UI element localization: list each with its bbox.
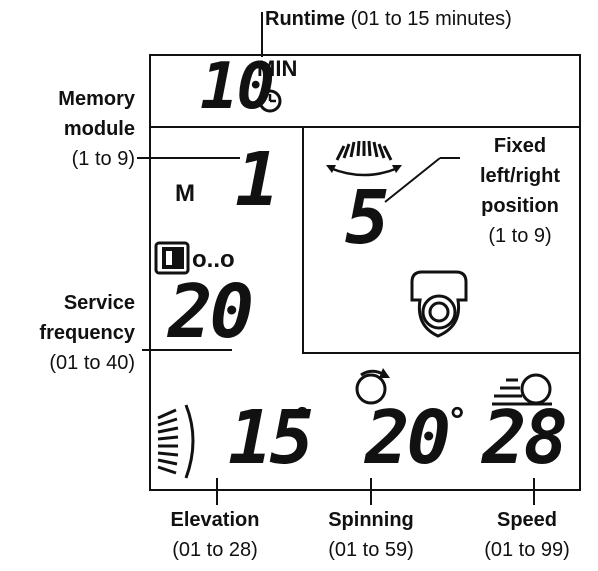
runtime-title: Runtime [265,8,345,30]
service-range: (01 to 40) [49,352,135,374]
fan-arc-icon [326,140,402,177]
elevation-arc-icon [157,404,195,479]
fixed-position-box [302,126,581,354]
speed-display: 28 [482,395,568,481]
spinning-range: (01 to 59) [328,539,414,561]
ball-launcher-icon [410,270,468,338]
speed-ball-icon [492,373,552,406]
runtime-display: 10 [200,50,275,124]
runtime-range: (01 to 15 minutes) [350,8,512,30]
memory-range: (1 to 9) [71,148,135,170]
service-label-line2: frequency [39,322,135,344]
fixed-range: (1 to 9) [488,225,552,247]
speed-label: Speed [496,509,558,531]
memory-label-line1: Memory [58,88,135,110]
speed-range: (01 to 99) [484,539,570,561]
memory-display: 1 [235,137,280,223]
elevation-range: (01 to 28) [172,539,258,561]
elevation-display: 15 [228,395,314,481]
spinning-degree: ° [450,399,465,440]
fixed-label-line1: Fixed [493,135,547,157]
spin-icon [355,368,390,405]
memory-prefix: M [175,180,195,207]
fixed-position-display: 5 [345,175,390,261]
runtime-unit: MIN [257,56,298,81]
elevation-label: Elevation [170,509,260,531]
spinning-label: Spinning [328,509,414,531]
memory-label-line2: module [63,118,135,140]
fixed-leader-b [384,157,441,203]
runtime-label: Runtime (01 to 15 minutes) [265,6,512,32]
service-label-line1: Service [63,292,135,314]
fixed-label-line2: left/right [480,165,560,187]
spinning-display: 20 [365,395,451,481]
service-dots: o..o [192,246,235,273]
clock-icon [258,89,282,113]
ball-box-icon [154,241,190,275]
elevation-degree: ° [295,399,310,440]
fixed-label-line3: position [481,195,559,217]
service-display: 20 [168,269,254,355]
